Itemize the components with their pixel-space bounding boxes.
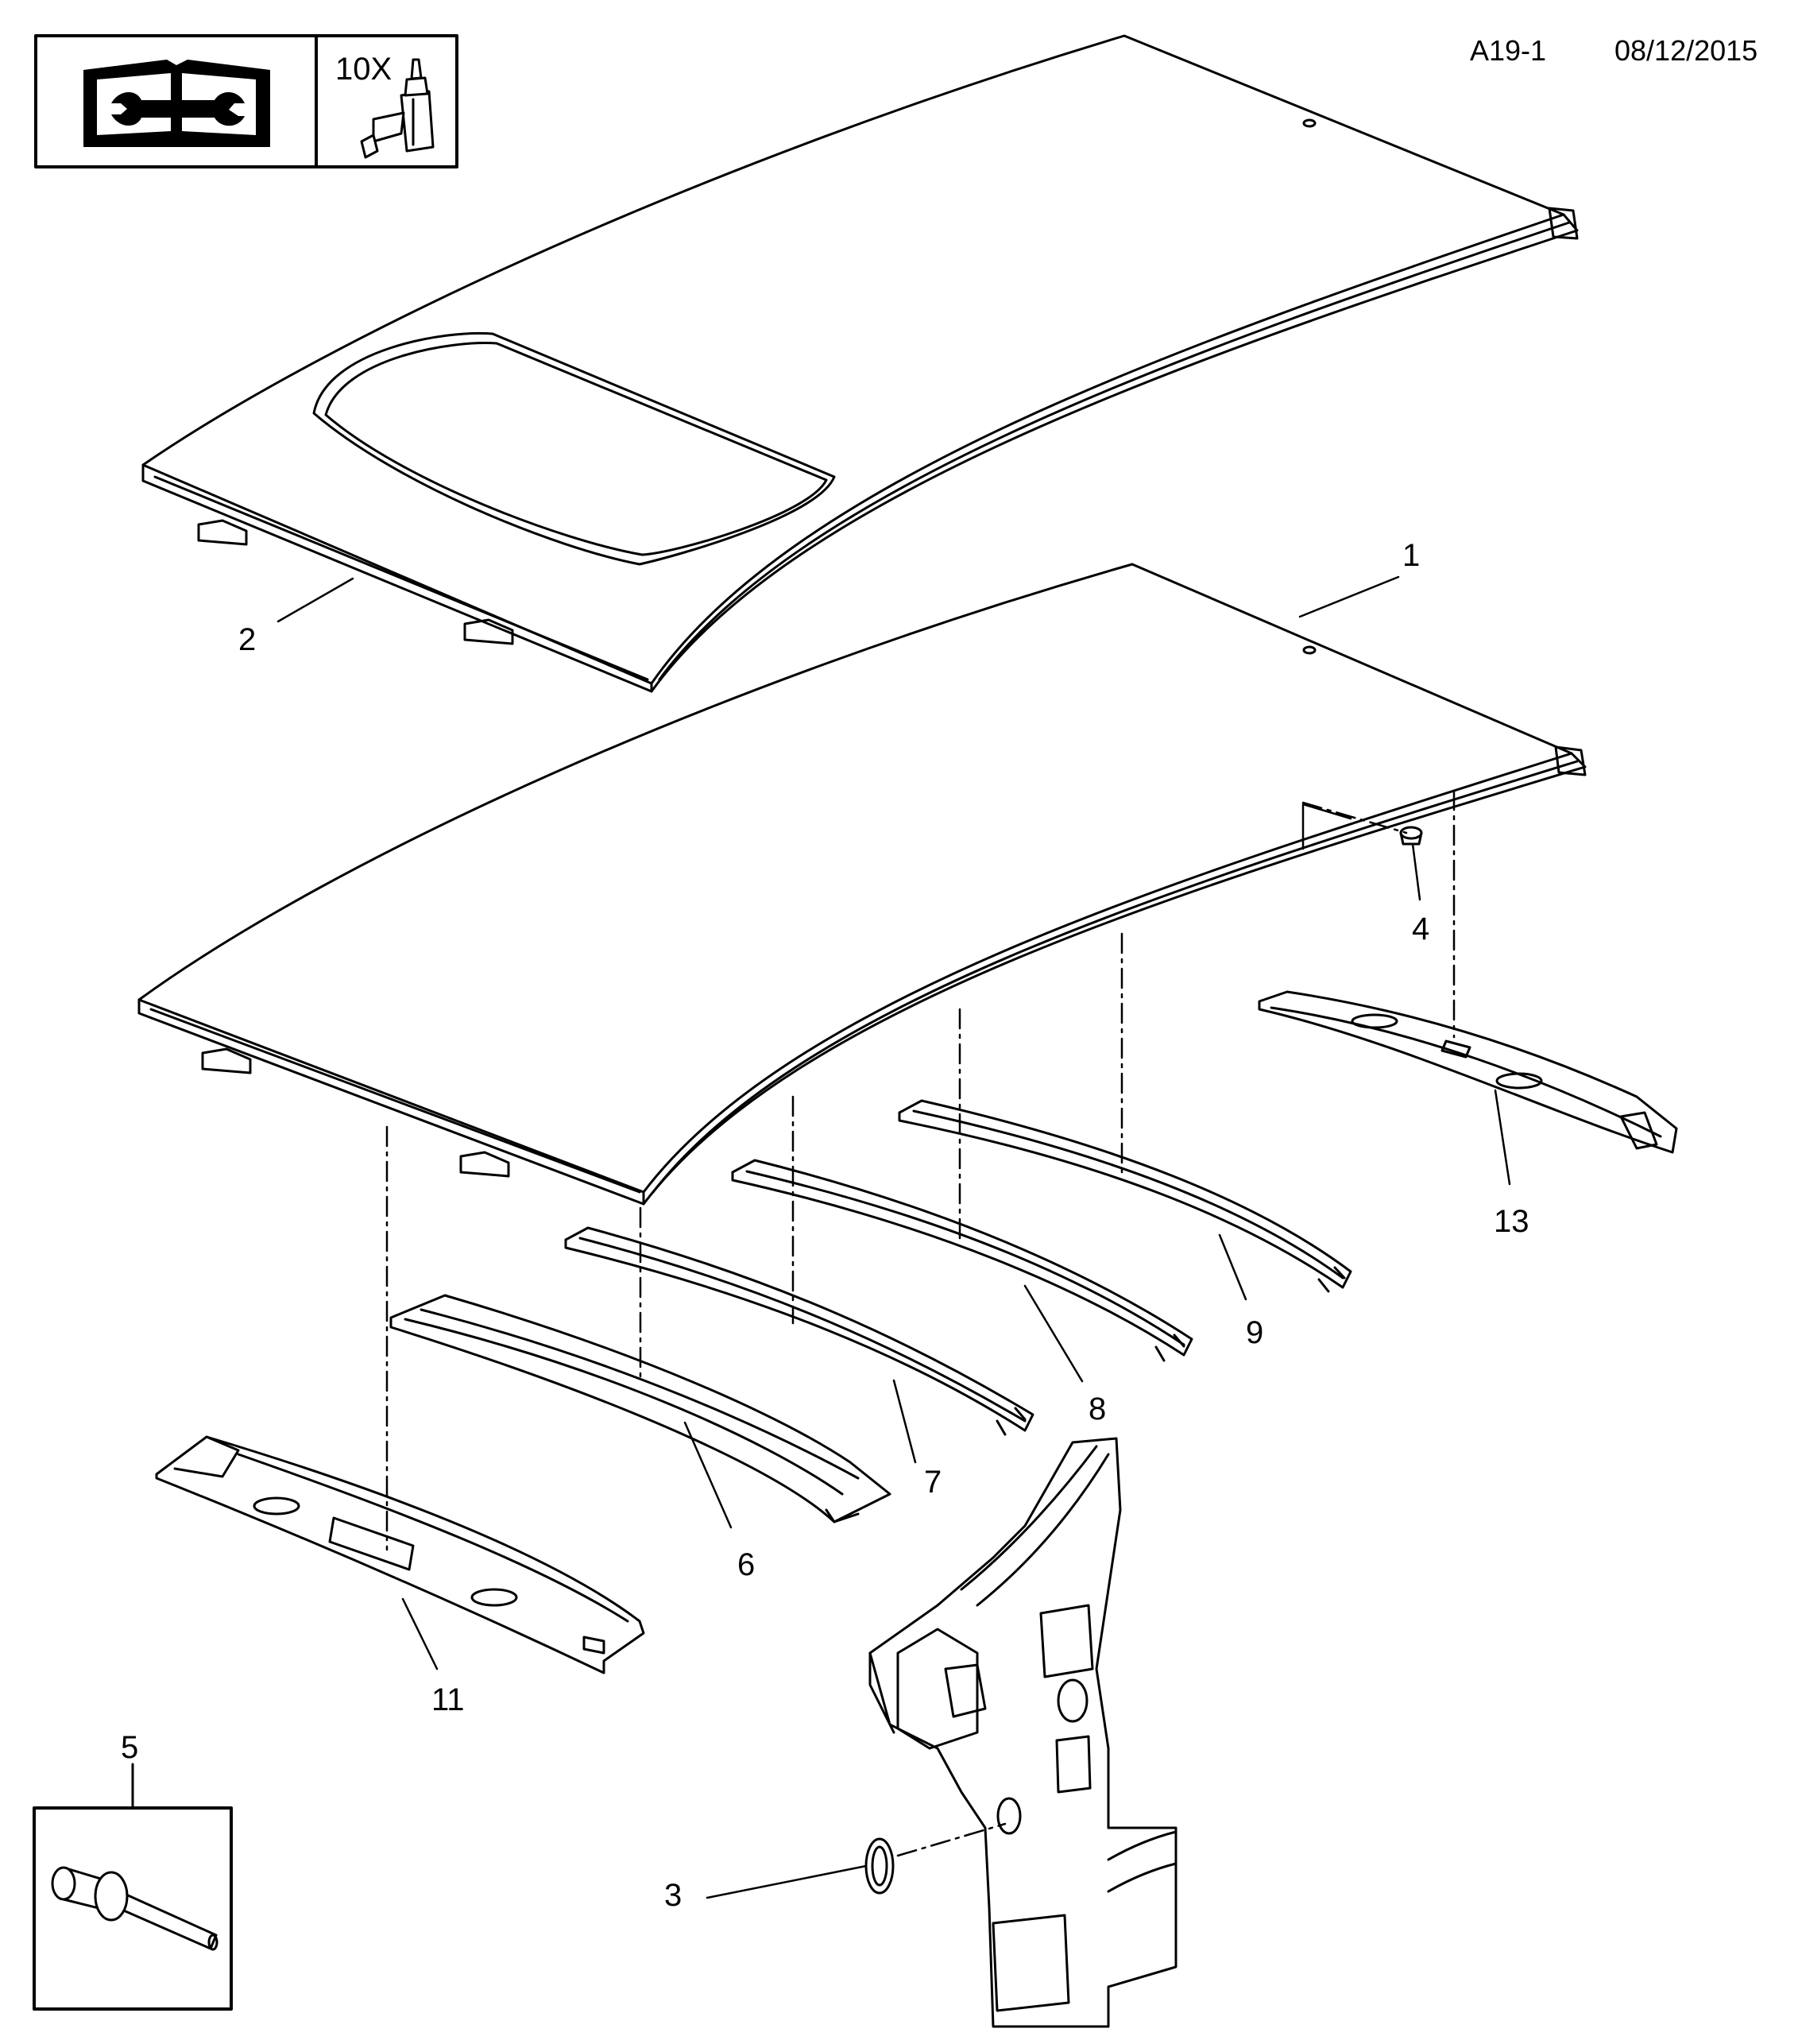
- rivet-detail-box: [33, 1763, 233, 2011]
- roof-panel: [137, 563, 1587, 1206]
- rivet-icon: [51, 1866, 218, 1951]
- diagram-code: A19-1: [1470, 34, 1546, 67]
- adhesive-bottle-icon: [360, 58, 435, 159]
- ref-label-13: 13: [1494, 1204, 1529, 1239]
- body-side-pillar: [868, 1437, 1177, 2028]
- ref-label-11: 11: [431, 1682, 465, 1717]
- roof-bow-6: [389, 1294, 891, 1523]
- ref-label-7: 7: [924, 1465, 942, 1500]
- front-header: [155, 1435, 645, 1674]
- header-icon-box: [34, 34, 458, 168]
- reference-labels: 1 2 3 4 5 6 7 8 9 11 13: [121, 538, 1529, 1913]
- assembly-lines: [385, 789, 1456, 1857]
- ref-label-1: 1: [1402, 538, 1420, 573]
- roof-panel-sunroof: [141, 34, 1579, 693]
- repair-manual-icon: [83, 60, 270, 147]
- ref-label-3: 3: [664, 1878, 682, 1913]
- clip-position-marker: [1301, 803, 1352, 850]
- rear-header: [1258, 990, 1678, 1154]
- diagram-date: 08/12/2015: [1614, 34, 1758, 67]
- ref-label-6: 6: [737, 1547, 755, 1582]
- quantity-badge: 10X: [335, 52, 392, 87]
- ref-label-9: 9: [1246, 1315, 1263, 1350]
- clip: [1399, 826, 1423, 846]
- ref-label-5: 5: [121, 1730, 138, 1765]
- ref-label-2: 2: [238, 622, 256, 657]
- roof-bow-9: [898, 1099, 1352, 1293]
- grommet: [864, 1837, 895, 1895]
- leader-lines: [276, 575, 1511, 1899]
- ref-label-8: 8: [1089, 1392, 1106, 1427]
- roof-bow-7: [564, 1226, 1034, 1436]
- roof-bow-8: [731, 1159, 1193, 1362]
- ref-label-4: 4: [1412, 912, 1429, 947]
